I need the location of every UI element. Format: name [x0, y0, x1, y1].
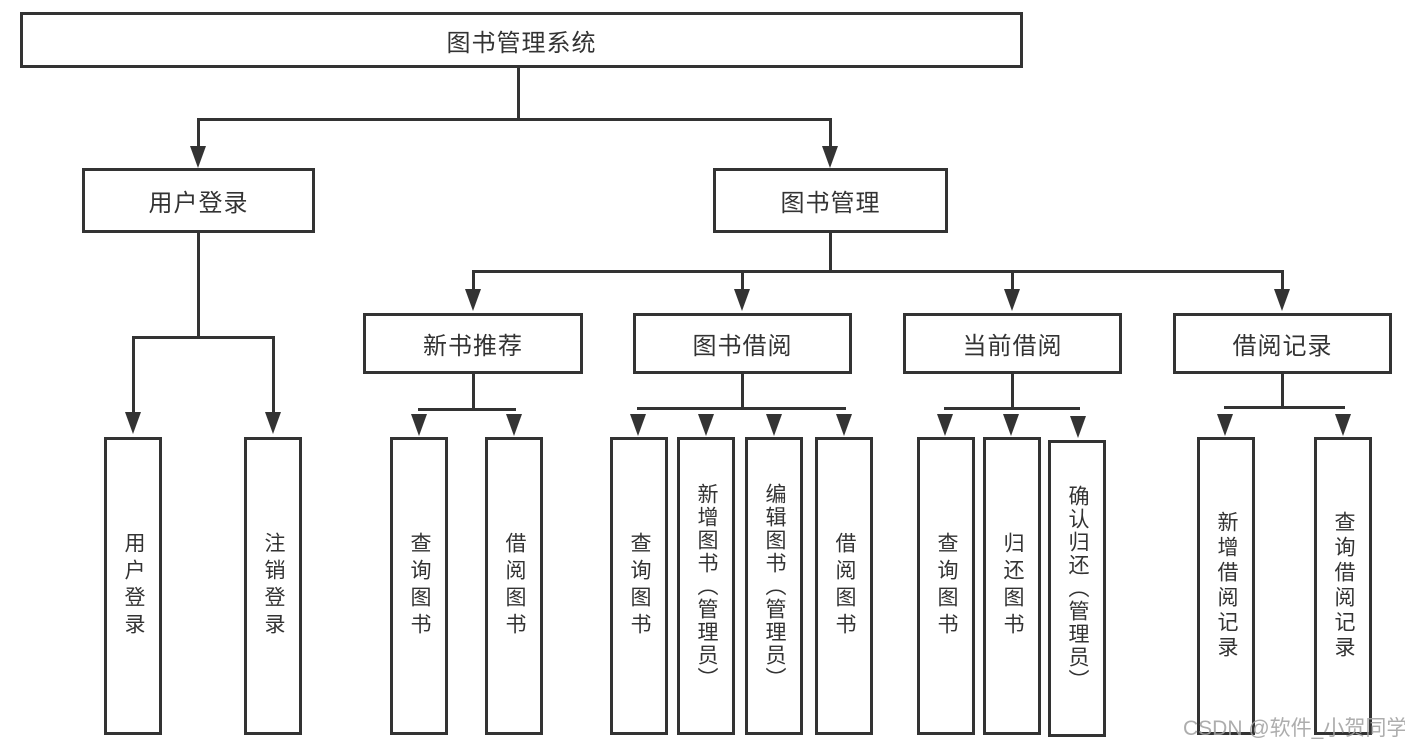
- connector-book-borrowing-stub: [741, 374, 744, 410]
- leaf-query-books-2: 查询图书: [610, 437, 668, 735]
- arrow-down-icon: [506, 414, 522, 436]
- leaf-label: 借阅图书: [503, 532, 526, 640]
- node-user-login-label: 用户登录: [148, 190, 249, 217]
- connector-new-book-hbar: [418, 408, 516, 411]
- arrow-down-icon: [937, 414, 953, 436]
- leaf-query-books-3: 查询图书: [917, 437, 975, 735]
- connector-current-borrowing-stub: [1011, 374, 1014, 410]
- connector-book-borrowing-hbar: [637, 407, 846, 410]
- leaf-edit-books-admin: 编辑图书（管理员）: [745, 437, 803, 735]
- node-new-book-recommend-label: 新书推荐: [423, 333, 523, 360]
- connector-book-management-stub: [829, 233, 832, 273]
- arrow-down-icon: [734, 289, 750, 311]
- arrow-down-icon: [190, 146, 206, 168]
- leaf-label: 注销登录: [262, 532, 285, 640]
- connector-to-leaf: [132, 336, 135, 414]
- leaf-query-borrow-record: 查询借阅记录: [1314, 437, 1372, 735]
- arrow-down-icon: [822, 146, 838, 168]
- connector-to-book-management: [829, 118, 832, 150]
- node-new-book-recommend: 新书推荐: [363, 313, 583, 374]
- arrow-down-icon: [1335, 414, 1351, 436]
- leaf-label: 查询借阅记录: [1332, 511, 1355, 661]
- leaf-label: 编辑图书（管理员）: [763, 482, 786, 690]
- leaf-label: 新增借阅记录: [1215, 511, 1238, 661]
- connector-to-level3: [741, 270, 744, 290]
- leaf-borrow-books-2: 借阅图书: [815, 437, 873, 735]
- arrow-down-icon: [465, 289, 481, 311]
- leaf-return-books: 归还图书: [983, 437, 1041, 735]
- node-current-borrowing: 当前借阅: [903, 313, 1122, 374]
- arrow-down-icon: [630, 414, 646, 436]
- node-book-management: 图书管理: [713, 168, 948, 233]
- node-book-borrowing: 图书借阅: [633, 313, 852, 374]
- leaf-borrow-books-1: 借阅图书: [485, 437, 543, 735]
- leaf-add-books-admin: 新增图书（管理员）: [677, 437, 735, 735]
- connector-to-level3: [1281, 270, 1284, 290]
- connector-borrowing-records-hbar: [1224, 406, 1345, 409]
- leaf-label: 查询图书: [935, 532, 958, 640]
- connector-root-stub: [517, 68, 520, 118]
- arrow-down-icon: [411, 414, 427, 436]
- connector-to-level3: [472, 270, 475, 290]
- node-borrowing-records: 借阅记录: [1173, 313, 1392, 374]
- leaf-label: 新增图书（管理员）: [695, 482, 718, 690]
- arrow-down-icon: [125, 412, 141, 434]
- node-user-login: 用户登录: [82, 168, 315, 233]
- node-borrowing-records-label: 借阅记录: [1232, 333, 1333, 360]
- leaf-label: 确认归还（管理员）: [1066, 485, 1089, 692]
- leaf-logout: 注销登录: [244, 437, 302, 735]
- node-root-label: 图书管理系统: [446, 29, 597, 57]
- node-current-borrowing-label: 当前借阅: [962, 333, 1063, 360]
- connector-to-leaf: [272, 336, 275, 414]
- node-book-management-label: 图书管理: [780, 190, 881, 217]
- connector-to-user-login: [197, 118, 200, 150]
- leaf-label: 用户登录: [122, 532, 145, 640]
- connector-book-management-hbar: [472, 270, 1284, 273]
- arrow-down-icon: [1274, 289, 1290, 311]
- connector-new-book-stub: [472, 374, 475, 411]
- leaf-add-borrow-record: 新增借阅记录: [1197, 437, 1255, 735]
- leaf-user-login: 用户登录: [104, 437, 162, 735]
- arrow-down-icon: [836, 414, 852, 436]
- leaf-label: 查询图书: [408, 532, 431, 640]
- arrow-down-icon: [1004, 289, 1020, 311]
- leaf-label: 借阅图书: [833, 532, 856, 640]
- connector-to-level3: [1011, 270, 1014, 290]
- node-book-borrowing-label: 图书借阅: [692, 333, 793, 360]
- watermark: CSDN @软件_小贺同学: [1183, 717, 1405, 740]
- arrow-down-icon: [1070, 416, 1086, 438]
- leaf-label: 查询图书: [628, 532, 651, 640]
- connector-current-borrowing-hbar: [944, 407, 1080, 410]
- leaf-query-books-1: 查询图书: [390, 437, 448, 735]
- arrow-down-icon: [698, 414, 714, 436]
- node-root: 图书管理系统: [20, 12, 1023, 68]
- connector-user-login-stub: [197, 233, 200, 338]
- arrow-down-icon: [265, 412, 281, 434]
- leaf-label: 归还图书: [1001, 532, 1024, 640]
- leaf-confirm-return-admin: 确认归还（管理员）: [1048, 440, 1106, 737]
- connector-root-hbar: [197, 118, 832, 121]
- arrow-down-icon: [1217, 414, 1233, 436]
- connector-borrowing-records-stub: [1281, 374, 1284, 409]
- arrow-down-icon: [766, 414, 782, 436]
- arrow-down-icon: [1003, 414, 1019, 436]
- connector-user-login-hbar: [132, 336, 275, 339]
